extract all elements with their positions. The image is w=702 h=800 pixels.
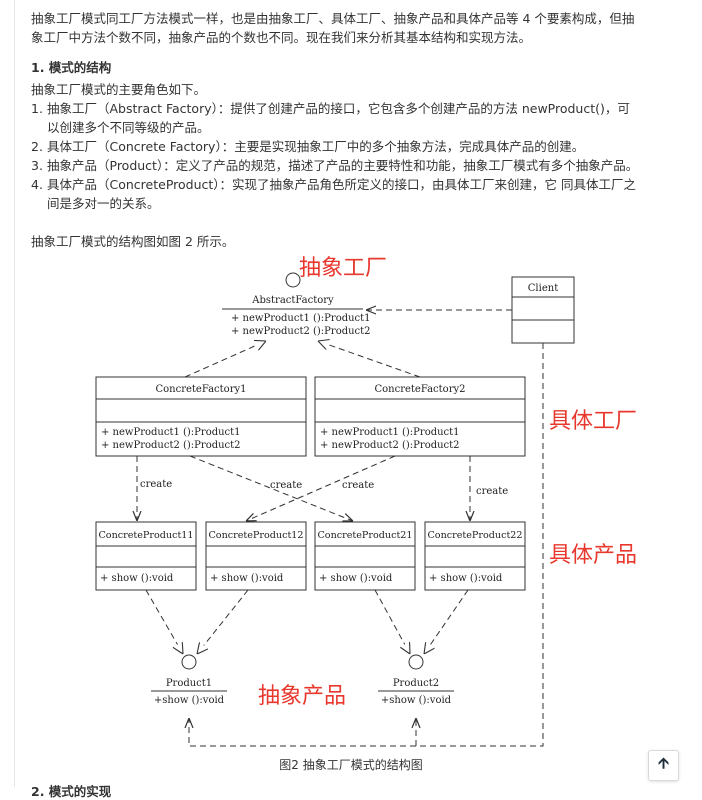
svg-text:create: create — [476, 486, 508, 497]
concrete-product-12-box: ConcreteProduct12 + show ():void — [205, 521, 307, 591]
interface-circle-icon — [181, 272, 424, 670]
svg-text:ConcreteFactory1: ConcreteFactory1 — [155, 384, 246, 395]
concrete-product-21-box: ConcreteProduct21 + show ():void — [314, 521, 416, 591]
svg-text:Client: Client — [528, 283, 558, 294]
back-to-top-button[interactable]: 🡩 — [648, 750, 679, 781]
svg-text:ConcreteProduct21: ConcreteProduct21 — [317, 530, 412, 541]
svg-text:ConcreteProduct11: ConcreteProduct11 — [98, 530, 193, 541]
product2-box: Product2 +show ():void — [378, 678, 454, 706]
svg-text:create: create — [270, 480, 302, 491]
roles-intro: 抽象工厂模式的主要角色如下。 — [31, 82, 207, 97]
annotation-concrete-factory: 具体工厂 — [549, 409, 637, 434]
list-item: 2.具体工厂（Concrete Factory）：主要是实现抽象工厂中的多个抽象… — [31, 139, 585, 154]
svg-text:ConcreteProduct22: ConcreteProduct22 — [427, 530, 522, 541]
create-labels: create create create create — [140, 479, 508, 497]
realization-arrows — [145, 341, 469, 654]
client-box: Client — [511, 276, 575, 344]
svg-text:+ newProduct1 ():Product1: + newProduct1 ():Product1 — [101, 427, 241, 438]
abstract-factory-name: AbstractFactory — [251, 295, 334, 306]
next-section-heading: 2. 模式的实现 — [31, 784, 112, 799]
list-item: 3.抽象产品（Product）：定义了产品的规范，描述了产品的主要特性和功能，抽… — [31, 158, 639, 173]
svg-text:+show ():void: +show ():void — [381, 695, 452, 706]
annotation-abstract-factory: 抽象工厂 — [299, 256, 387, 281]
svg-text:ConcreteProduct12: ConcreteProduct12 — [208, 530, 303, 541]
content-left-border — [14, 0, 15, 787]
abstract-factory-box: AbstractFactory + newProduct1 ():Product… — [222, 295, 371, 337]
concrete-factory-2-box: ConcreteFactory2 + newProduct1 ():Produc… — [314, 376, 526, 457]
svg-text:+ show ():void: + show ():void — [210, 573, 284, 584]
svg-text:create: create — [140, 479, 172, 490]
dependency-arrows — [137, 310, 544, 747]
list-item: 4.具体产品（ConcreteProduct）：实现了抽象产品角色所定义的接口，… — [31, 177, 637, 211]
svg-text:Product2: Product2 — [393, 678, 439, 689]
svg-text:+ show ():void: + show ():void — [319, 573, 393, 584]
svg-text:+ show ():void: + show ():void — [429, 573, 503, 584]
figure-caption: 图2 抽象工厂模式的结构图 — [279, 758, 423, 772]
svg-text:+ newProduct2 ():Product2: + newProduct2 ():Product2 — [231, 326, 371, 337]
roles-list: 1.抽象工厂（Abstract Factory）：提供了创建产品的接口，它包含多… — [31, 99, 641, 213]
svg-text:+ show ():void: + show ():void — [100, 573, 174, 584]
annotation-concrete-product: 具体产品 — [549, 543, 637, 568]
svg-text:Product1: Product1 — [166, 678, 212, 689]
arrow-up-icon: 🡩 — [658, 754, 669, 772]
svg-text:+show ():void: +show ():void — [154, 695, 225, 706]
svg-text:+ newProduct2 ():Product2: + newProduct2 ():Product2 — [320, 440, 460, 451]
concrete-product-11-box: ConcreteProduct11 + show ():void — [95, 521, 197, 591]
annotation-abstract-product: 抽象产品 — [258, 684, 346, 709]
list-item: 1.抽象工厂（Abstract Factory）：提供了创建产品的接口，它包含多… — [31, 101, 630, 135]
concrete-factory-1-box: ConcreteFactory1 + newProduct1 ():Produc… — [95, 376, 307, 457]
svg-text:create: create — [342, 480, 374, 491]
section-heading: 1. 模式的结构 — [31, 60, 112, 75]
product1-box: Product1 +show ():void — [151, 678, 227, 706]
svg-text:+ newProduct1 ():Product1: + newProduct1 ():Product1 — [231, 313, 371, 324]
svg-text:ConcreteFactory2: ConcreteFactory2 — [374, 384, 465, 395]
svg-text:+ newProduct1 ():Product1: + newProduct1 ():Product1 — [320, 427, 460, 438]
intro-paragraph: 抽象工厂模式同工厂方法模式一样，也是由抽象工厂、具体工厂、抽象产品和具体产品等 … — [31, 11, 635, 45]
figure-intro: 抽象工厂模式的结构图如图 2 所示。 — [31, 234, 235, 249]
concrete-product-22-box: ConcreteProduct22 + show ():void — [424, 521, 526, 591]
svg-text:+ newProduct2 ():Product2: + newProduct2 ():Product2 — [101, 440, 241, 451]
